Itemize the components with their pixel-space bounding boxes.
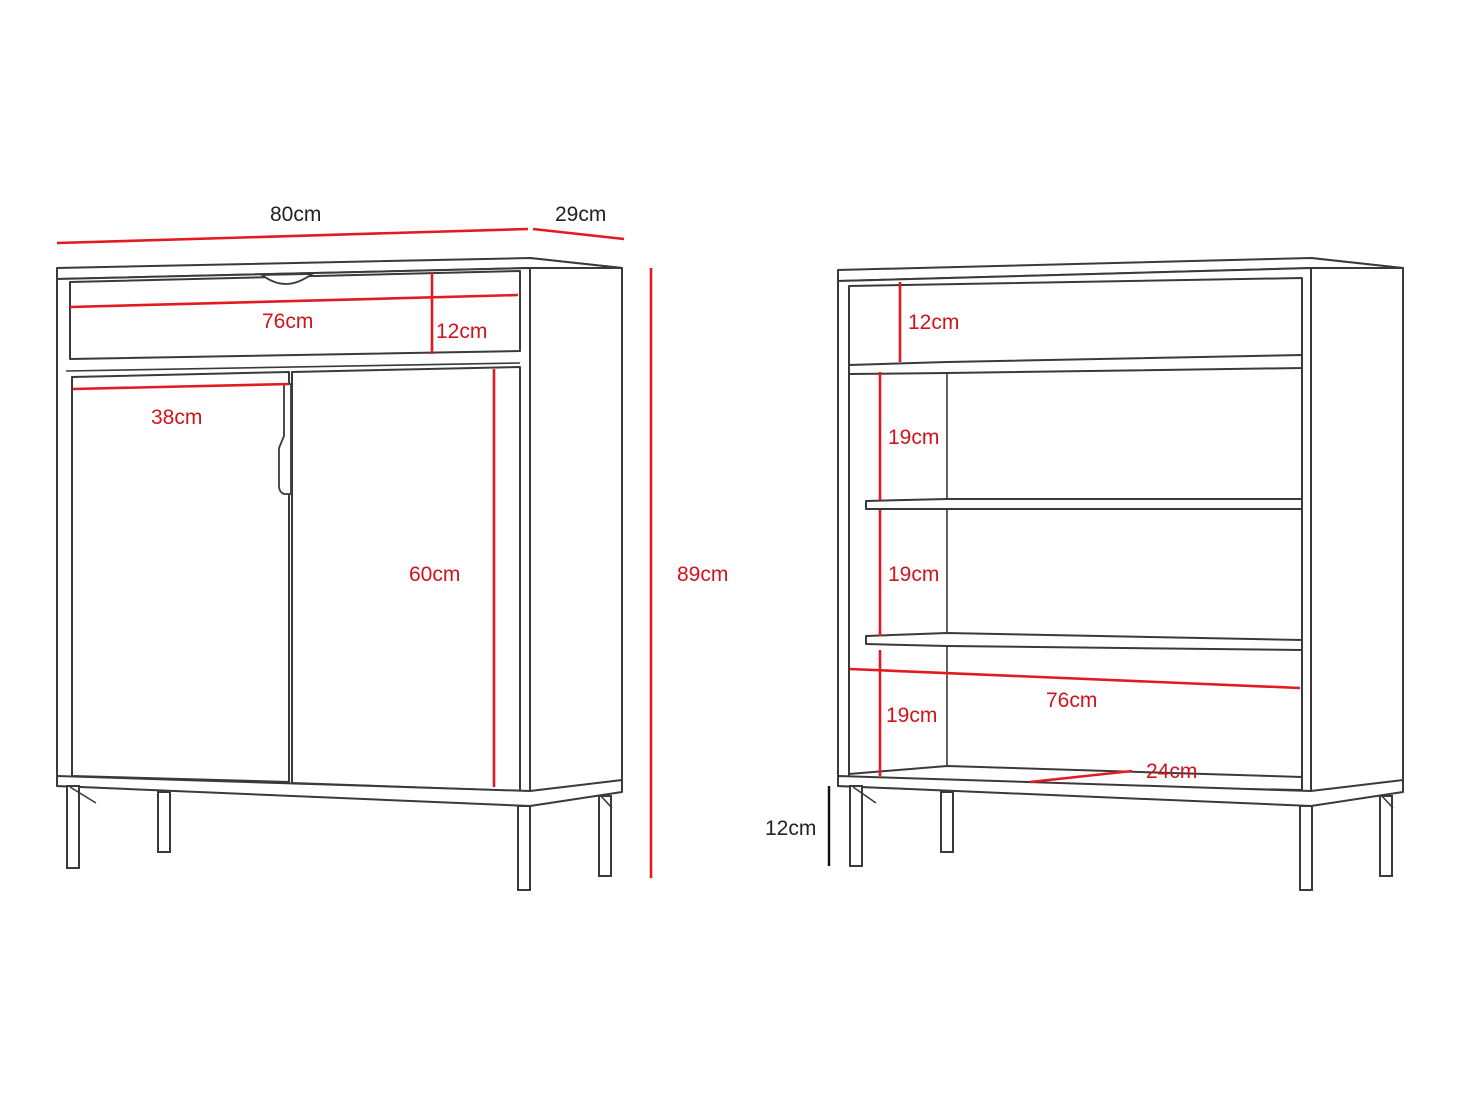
shelf-gap-1-label: 19cm bbox=[888, 426, 939, 449]
overall-width-line bbox=[56, 227, 529, 245]
top-compartment-shelf bbox=[848, 354, 1303, 375]
shelf-1 bbox=[865, 498, 1303, 510]
closed-cabinet-labels: 80cm 29cm 89cm 76cm 12cm 38cm 60cm bbox=[151, 203, 728, 586]
open-cabinet-labels: 12cm 19cm 19cm 19cm 76cm 24cm 12cm bbox=[765, 311, 1197, 840]
open-leg-front-left bbox=[849, 785, 863, 867]
open-cabinet-side-panel bbox=[1310, 257, 1404, 806]
drawer-handle bbox=[259, 273, 315, 285]
shelf-gap-3-label: 19cm bbox=[886, 704, 937, 727]
closed-leg-front-right bbox=[517, 805, 531, 891]
shelf-2 bbox=[865, 632, 1303, 651]
leg-height-label: 12cm bbox=[765, 817, 816, 840]
closed-cabinet-dimensions bbox=[56, 227, 653, 878]
door-handle bbox=[278, 383, 292, 495]
overall-depth-label: 29cm bbox=[555, 203, 606, 226]
drawer-width-line bbox=[69, 293, 519, 309]
shelf-gap-2-label: 19cm bbox=[888, 563, 939, 586]
open-leg-back-left bbox=[940, 791, 954, 853]
open-leg-bracket-right bbox=[1380, 794, 1394, 809]
drawer-front bbox=[69, 270, 521, 360]
interior-width-label: 76cm bbox=[1046, 689, 1097, 712]
top-compartment-height-label: 12cm bbox=[908, 311, 959, 334]
closed-leg-bracket-left bbox=[69, 786, 97, 804]
drawer-height-label: 12cm bbox=[436, 320, 487, 343]
open-cabinet-base bbox=[837, 775, 1404, 807]
interior-depth-line bbox=[1029, 769, 1133, 784]
door-width-label: 38cm bbox=[151, 406, 202, 429]
closed-cabinet-base bbox=[56, 775, 623, 807]
left-door bbox=[71, 371, 290, 783]
closed-leg-front-left bbox=[66, 785, 80, 869]
overall-width-label: 80cm bbox=[270, 203, 321, 226]
closed-leg-back-right bbox=[598, 795, 612, 877]
open-cabinet-dimensions bbox=[827, 282, 1301, 866]
interior-width-line bbox=[849, 667, 1301, 690]
open-leg-front-right bbox=[1299, 805, 1313, 891]
open-leg-bracket-left bbox=[852, 786, 877, 804]
door-width-line bbox=[72, 382, 290, 391]
door-height-label: 60cm bbox=[409, 563, 460, 586]
closed-leg-bracket-right bbox=[599, 794, 613, 809]
closed-cabinet-drawing bbox=[56, 257, 623, 891]
open-cabinet-drawing bbox=[837, 257, 1404, 891]
closed-cabinet-top bbox=[56, 257, 623, 280]
overall-height-label: 89cm bbox=[677, 563, 728, 586]
drawer-rail bbox=[65, 362, 521, 372]
open-leg-back-right bbox=[1379, 795, 1393, 877]
drawer-width-label: 76cm bbox=[262, 310, 313, 333]
closed-cabinet-side-panel bbox=[529, 257, 623, 804]
interior-depth-label: 24cm bbox=[1146, 760, 1197, 783]
closed-leg-back-left bbox=[157, 791, 171, 853]
overall-depth-line bbox=[532, 227, 625, 241]
open-cabinet-top bbox=[837, 257, 1404, 282]
right-door bbox=[291, 366, 521, 792]
